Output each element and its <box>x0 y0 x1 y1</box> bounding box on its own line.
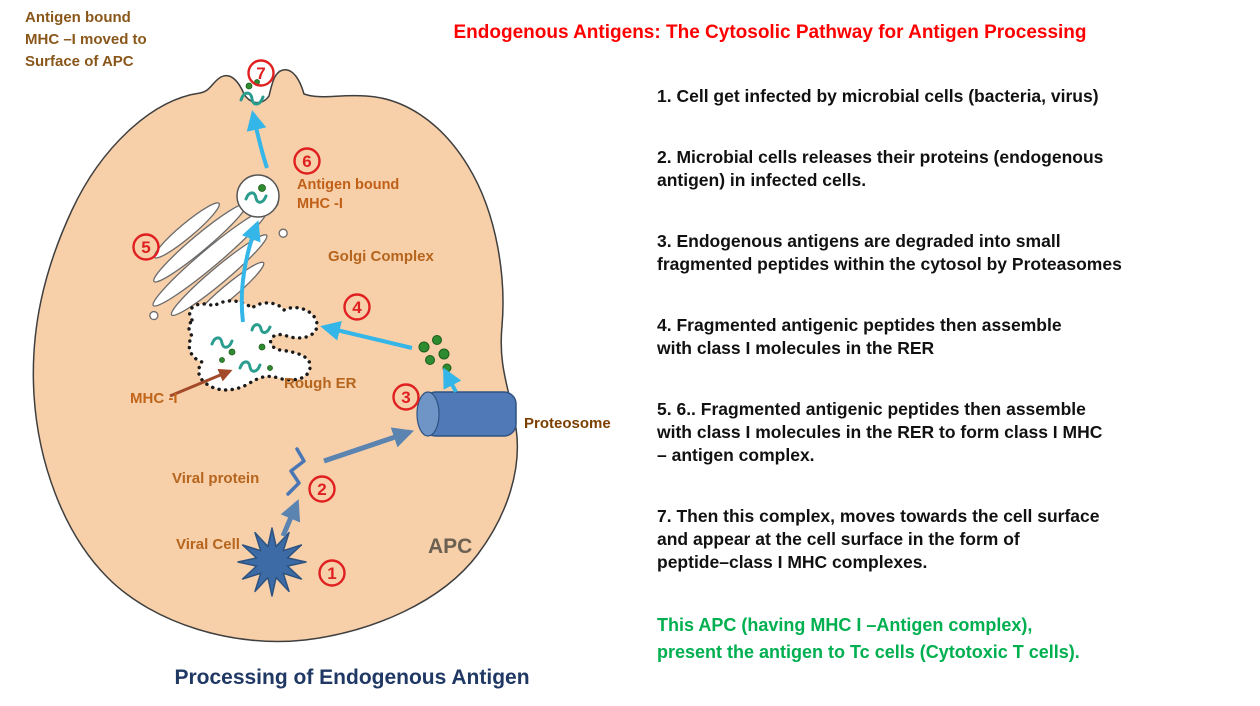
rough-er <box>187 299 319 392</box>
step-badge-5: 5 <box>132 233 160 261</box>
svg-text:3: 3 <box>401 388 410 407</box>
svg-text:6: 6 <box>302 152 311 171</box>
apc-label: APC <box>428 535 472 558</box>
step-text-3: 3. Endogenous antigens are degraded into… <box>657 230 1237 276</box>
step-2-line-1: 2. Microbial cells releases their protei… <box>657 147 1104 167</box>
svg-text:5: 5 <box>141 238 150 257</box>
viral-protein-squiggle <box>286 447 306 496</box>
mhc-label: MHC -I <box>130 390 178 407</box>
footer-line-1: This APC (having MHC I –Antigen complex)… <box>657 615 1033 635</box>
antigen-bound-label-line2: MHC -I <box>297 196 343 212</box>
step-4-line-2: with class I molecules in the RER <box>657 338 935 358</box>
step-1-line-1: 1. Cell get infected by microbial cells … <box>657 86 1099 106</box>
step-text-1: 1. Cell get infected by microbial cells … <box>657 85 1237 108</box>
steps-panel: 1. Cell get infected by microbial cells … <box>657 85 1237 666</box>
antigen-bound-label-line1: Antigen bound <box>297 177 399 193</box>
arrow-protein-to-proteosome <box>323 427 414 464</box>
golgi-label: Golgi Complex <box>328 248 435 265</box>
step-text-5-6: 5. 6.. Fragmented antigenic peptides the… <box>657 398 1237 467</box>
step-5-line-3: – antigen complex. <box>657 445 815 465</box>
svg-text:1: 1 <box>327 564 336 583</box>
transport-vesicle <box>236 174 280 218</box>
step-text-2: 2. Microbial cells releases their protei… <box>657 146 1237 192</box>
surface-mhc-complex <box>239 79 265 106</box>
svg-text:7: 7 <box>256 64 265 83</box>
step-4-line-1: 4. Fragmented antigenic peptides then as… <box>657 315 1062 335</box>
arrow-er-to-vesicle <box>239 220 261 323</box>
step-5-line-1: 5. 6.. Fragmented antigenic peptides the… <box>657 399 1086 419</box>
step-7-line-1: 7. Then this complex, moves towards the … <box>657 506 1100 526</box>
surface-label-line2: MHC –I moved to <box>25 31 147 48</box>
peptides-in-er <box>219 343 273 371</box>
footer-line-2: present the antigen to Tc cells (Cytotox… <box>657 642 1080 662</box>
svg-text:2: 2 <box>317 480 326 499</box>
viral-cell-starburst <box>237 527 307 597</box>
step-badge-2: 2 <box>308 475 336 503</box>
step-badge-3: 3 <box>392 383 420 411</box>
arrow-vesicle-to-surface <box>246 110 269 169</box>
diagram-caption: Processing of Endogenous Antigen <box>174 666 529 689</box>
proteosome-label: Proteosome <box>524 415 611 432</box>
viral-protein-label: Viral protein <box>172 470 259 487</box>
cell-diagram: 1 2 3 4 5 6 7 Antigen bound MHC –I moved… <box>25 9 611 689</box>
arrow-mhc-label-pointer <box>169 368 233 398</box>
step-3-line-1: 3. Endogenous antigens are degraded into… <box>657 231 1061 251</box>
step-5-line-2: with class I molecules in the RER to for… <box>657 422 1103 442</box>
svg-text:4: 4 <box>352 298 362 317</box>
page-title: Endogenous Antigens: The Cytosolic Pathw… <box>453 22 1087 43</box>
proteosome-cylinder <box>416 391 517 437</box>
arrow-proteosome-to-peptides <box>443 367 462 393</box>
viral-cell-label: Viral Cell <box>176 536 240 553</box>
step-2-line-2: antigen) in infected cells. <box>657 170 867 190</box>
step-badge-1: 1 <box>318 559 346 587</box>
arrow-viralcell-to-protein <box>280 499 301 537</box>
step-badge-4: 4 <box>343 293 371 321</box>
arrow-peptides-to-er <box>320 320 413 350</box>
step-7-line-3: peptide–class I MHC complexes. <box>657 552 928 572</box>
step-3-line-2: fragmented peptides within the cytosol b… <box>657 254 1122 274</box>
step-badge-6: 6 <box>293 147 321 175</box>
surface-label-line1: Antigen bound <box>25 9 131 26</box>
step-badge-7: 7 <box>247 59 275 87</box>
footer-note: This APC (having MHC I –Antigen complex)… <box>657 612 1237 666</box>
step-text-7: 7. Then this complex, moves towards the … <box>657 505 1237 574</box>
step-text-4: 4. Fragmented antigenic peptides then as… <box>657 314 1237 360</box>
rough-er-label: Rough ER <box>284 375 357 392</box>
step-7-line-2: and appear at the cell surface in the fo… <box>657 529 1020 549</box>
surface-label-line3: Surface of APC <box>25 53 134 70</box>
mhc-molecules-er <box>210 323 272 373</box>
